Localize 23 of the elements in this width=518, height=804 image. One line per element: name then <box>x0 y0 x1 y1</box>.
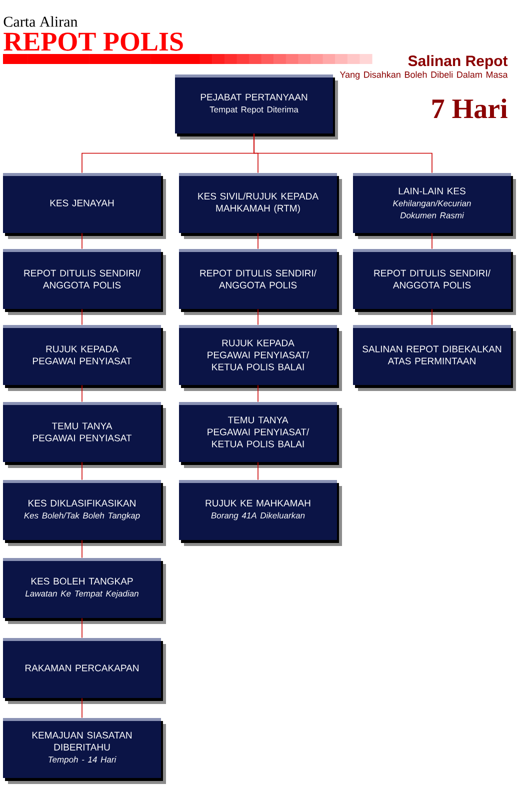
side-duration: 7 Hari <box>432 98 508 118</box>
process-box: PEJABAT PERTANYAAN Tempat Repot Diterima <box>175 74 338 140</box>
process-box: KES BOLEH TANGKAP Lawatan Ke Tempat Kejadian <box>3 558 166 624</box>
process-box: REPOT DITULIS SENDIRI/ ANGGOTA POLIS <box>179 249 342 315</box>
process-box: RUJUK KEPADA PEGAWAI PENYIASAT/ KETUA POLIS BALAI <box>179 325 342 391</box>
process-box: TEMU TANYA PEGAWAI PENYIASAT <box>3 402 166 468</box>
side-heading: Salinan Repot <box>408 55 508 70</box>
process-box: RAKAMAN PERCAKAPAN <box>3 638 166 704</box>
process-box: KES JENAYAH <box>3 173 166 239</box>
connector-line <box>254 133 432 174</box>
process-box: LAIN-LAIN KES Kehilangan/Kecurian Dokumen Rasmi <box>353 173 516 239</box>
process-box: REPOT DITULIS SENDIRI/ ANGGOTA POLIS <box>353 249 516 315</box>
process-box: RUJUK KE MAHKAMAH Borang 41A Dikeluarkan <box>179 480 342 546</box>
process-box: REPOT DITULIS SENDIRI/ ANGGOTA POLIS <box>3 249 166 315</box>
process-box: RUJUK KEPADA PEGAWAI PENYIASAT <box>3 325 166 391</box>
title: REPOT POLIS <box>4 32 183 51</box>
side-note: Yang Disahkan Boleh Dibeli Dalam Masa <box>340 71 508 80</box>
process-box: TEMU TANYA PEGAWAI PENYIASAT/ KETUA POLIS BALAI <box>179 402 342 468</box>
process-box: SALINAN REPOT DIBEKALKAN ATAS PERMINTAAN <box>353 325 516 391</box>
process-box: KES SIVIL/RUJUK KEPADA MAHKAMAH (RTM) <box>179 173 342 239</box>
process-box: KEMAJUAN SIASATAN DIBERITAHU Tempoh - 14 Hari <box>3 718 166 784</box>
subtitle: Carta Aliran <box>4 16 78 27</box>
process-box: KES DIKLASIFIKASIKAN Kes Boleh/Tak Boleh Tangkap <box>3 480 166 546</box>
